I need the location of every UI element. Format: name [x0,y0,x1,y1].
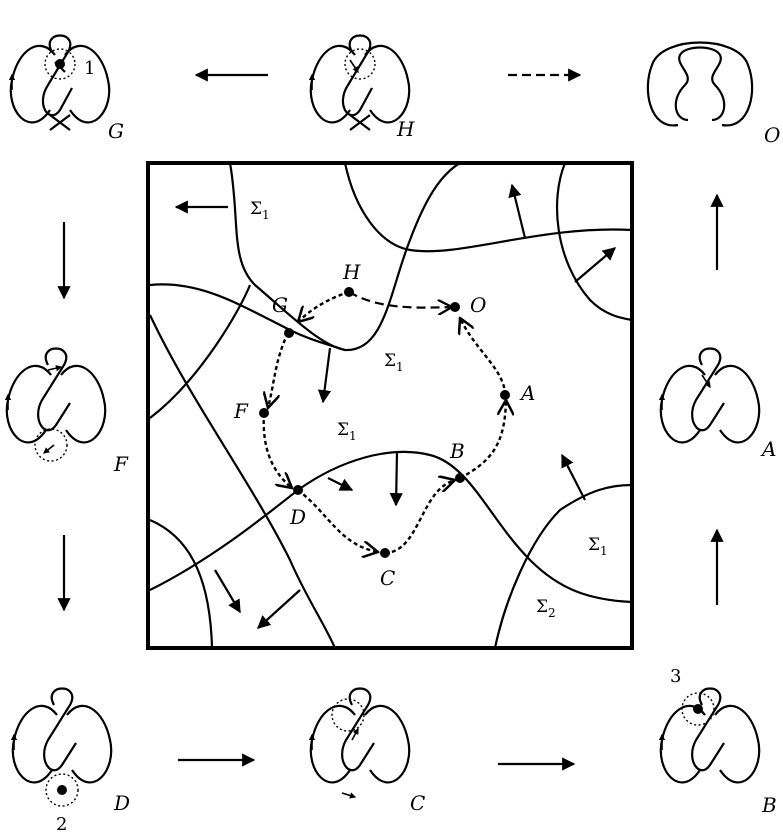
knot-label-a: A [760,437,776,461]
point-f [259,408,269,418]
normal-arrow-2 [508,183,527,239]
point-c [380,548,390,558]
path-h-to-o [348,291,452,308]
knot-label-f: F [113,452,129,476]
crossing-number-3: 3 [670,666,681,687]
parameter-space-box: H O G F A B D C Σ1 Σ1 Σ1 Σ1 Σ2 [146,161,634,650]
knot-diagram-c [308,687,411,799]
path-a-to-o [460,318,507,396]
normal-arrow-6 [389,451,403,507]
box-frame [146,161,634,650]
knot-label-d: D [113,791,130,815]
crossing-number-2: 2 [56,814,67,834]
region-label-sigma1-d: Σ1 [588,535,608,558]
boundary-curve-4 [149,284,252,419]
normal-arrow-5 [327,477,354,491]
normal-arrow-7 [561,453,586,501]
path-f-to-d [262,412,292,488]
boundary-curve-8 [493,483,633,649]
point-a [500,390,510,400]
point-label-c: C [380,566,395,590]
boundary-curve-9 [556,162,633,322]
point-label-g: G [272,293,288,317]
normal-arrow-4 [317,347,332,404]
normal-arrow-8 [214,569,241,614]
region-label-sigma1-c: Σ1 [337,420,357,443]
transition-arrows [57,68,724,771]
normal-arrow-9 [257,589,301,629]
normal-arrow-3 [574,247,617,283]
knot-diagram-h [308,34,411,131]
boundary-curve-2 [149,283,346,352]
knot-label-h: H [396,117,415,141]
point-b [455,473,465,483]
point-label-o: O [470,293,486,317]
knot-label-o: O [764,123,780,147]
knot-label-c: C [410,791,425,815]
boundary-curve-6 [149,450,633,604]
boundary-curve-1 [228,162,461,352]
point-h [344,287,354,297]
knot-diagram-g [8,34,111,131]
knot-diagram-a [658,347,761,444]
point-label-b: B [449,439,465,463]
point-d [293,485,303,495]
boundary-curve-7 [149,518,214,649]
knot-label-b: B [761,793,777,817]
point-label-a: A [519,381,535,405]
region-label-sigma1-a: Σ1 [250,199,270,222]
region-label-sigma1-b: Σ1 [384,351,404,374]
path-c-to-b [384,480,455,555]
path-g-to-f [268,332,290,408]
knot-diagram-f [4,347,107,462]
crossing-number-1: 1 [84,58,95,79]
point-label-f: F [233,399,249,423]
path-d-to-c [297,489,378,552]
knot-diagram-o [646,41,754,127]
point-label-d: D [289,505,306,529]
boundary-curve-5 [149,314,337,649]
point-o [450,302,460,312]
region-label-sigma2: Σ2 [536,597,556,620]
point-g [284,328,294,338]
knot-diagram-b [658,687,761,784]
path-h-to-g [298,290,350,322]
boundary-curve-3 [343,162,633,253]
knot-label-g: G [108,119,124,143]
point-label-h: H [342,260,361,284]
path-b-to-a [459,400,506,480]
knot-diagram-d [10,687,113,807]
